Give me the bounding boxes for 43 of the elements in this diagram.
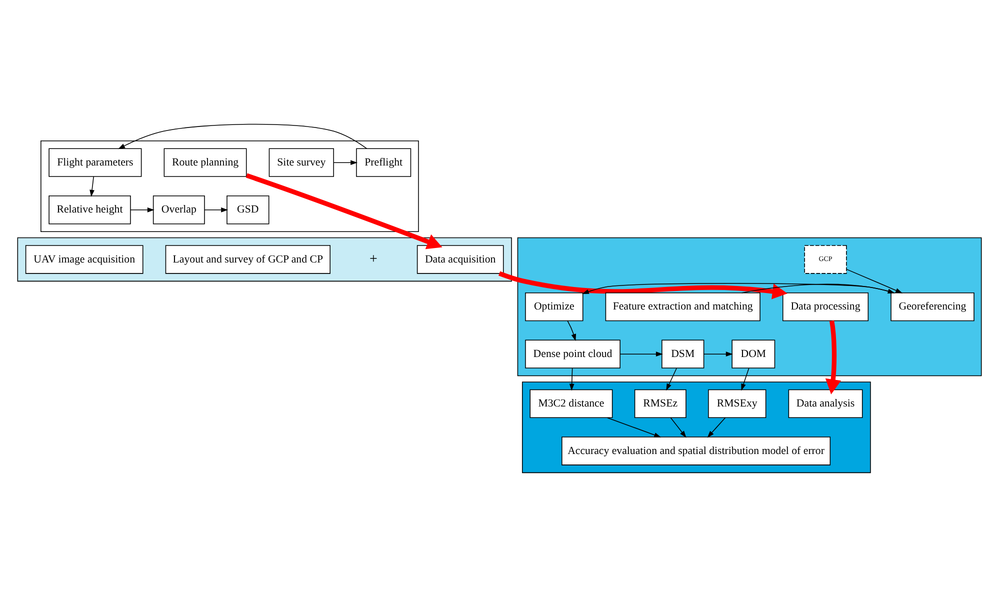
arrow — [620, 351, 663, 356]
arrow — [90, 176, 94, 196]
label: + — [370, 251, 378, 266]
cluster — [40, 140, 419, 232]
arrow — [130, 206, 154, 212]
node-box: Accuracy evaluation and spatial distribution model of error — [562, 436, 831, 465]
node-box: Optimize — [525, 292, 584, 321]
node-box: Route planning — [164, 148, 247, 176]
arrow — [204, 206, 228, 212]
node-box: Data processing — [782, 292, 869, 321]
arrow — [569, 367, 574, 390]
node-box: Flight parameters — [48, 148, 142, 176]
node-box: RMSExy — [708, 388, 766, 418]
node-box: Data analysis — [788, 388, 863, 418]
node-box: Feature extraction and matching — [605, 292, 760, 321]
arrow — [498, 270, 788, 299]
arrow — [670, 416, 686, 438]
arrow — [246, 172, 442, 249]
arrow — [567, 320, 576, 341]
node-box: Overlap — [152, 195, 205, 224]
node-box: RMSEz — [634, 388, 686, 418]
cluster — [17, 236, 512, 282]
node-box: Layout and survey of GCP and CP — [165, 244, 330, 274]
node-box: UAV image acquisition — [25, 244, 144, 274]
node-box: DOM — [732, 339, 776, 368]
arrow — [333, 160, 358, 165]
node-box: Data acquisition — [416, 244, 504, 274]
arrow — [703, 351, 733, 356]
node-box: M3C2 distance — [530, 388, 613, 418]
arrow — [741, 367, 750, 390]
arrow — [707, 416, 726, 438]
node-box: Relative height — [48, 195, 131, 224]
cluster — [517, 236, 982, 376]
node-box: Preflight — [356, 148, 412, 176]
node-box: Georeferencing — [890, 292, 974, 321]
node-box: DSM — [662, 339, 704, 368]
arrow — [118, 123, 368, 149]
node-box: Site survey — [268, 148, 334, 176]
node-box: GSD — [226, 195, 270, 224]
arrow — [825, 320, 842, 394]
arrow — [666, 367, 677, 390]
arrow — [606, 416, 662, 437]
node-box: Dense point cloud — [525, 339, 620, 368]
